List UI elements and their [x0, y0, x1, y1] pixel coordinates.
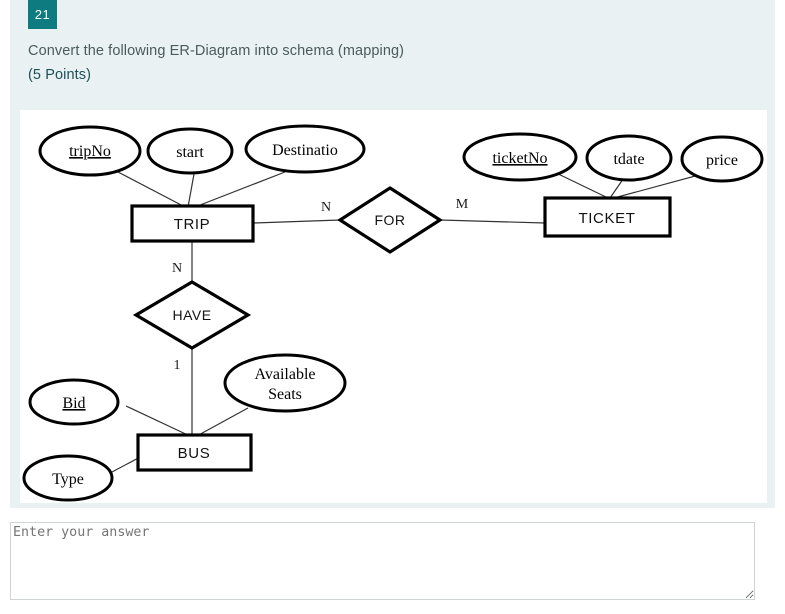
ellipse-type [22, 454, 114, 502]
attribute-bid: Bid [28, 378, 120, 426]
attribute-label-available-seats-line1: Available [254, 366, 315, 383]
attribute-label-start: start [176, 144, 204, 161]
attribute-available-seats: Available Seats [223, 353, 347, 413]
link-tripno-trip [117, 171, 186, 208]
attribute-tripno: tripNo [38, 125, 142, 177]
relationship-have: HAVE [132, 280, 252, 350]
ellipse-destinatio [244, 124, 366, 174]
link-destinatio-trip [194, 171, 286, 208]
attribute-label-tripno: tripNo [69, 143, 111, 160]
link-bid-bus [125, 405, 193, 438]
cardinality-ticket-for: M [456, 197, 469, 212]
ellipse-tdate [585, 134, 673, 182]
attribute-label-tdate: tdate [613, 151, 644, 168]
ellipse-price [680, 135, 764, 183]
relationship-for: FOR [337, 186, 443, 254]
attribute-tdate: tdate [585, 134, 673, 182]
link-for-ticket [439, 219, 546, 224]
ellipse-ticketno [462, 132, 578, 182]
entity-bus: BUS [136, 433, 253, 472]
relationship-label-for: FOR [374, 212, 405, 228]
cardinality-bus-have: 1 [174, 358, 181, 373]
entity-label-bus: BUS [178, 445, 211, 462]
question-number-badge-wrapper: 21 [28, 0, 57, 29]
link-trip-for [252, 219, 341, 224]
attribute-type: Type [22, 454, 114, 502]
attribute-label-type: Type [52, 471, 84, 488]
ellipse-available-seats [223, 353, 347, 413]
ellipse-start [146, 127, 234, 175]
attribute-label-price: price [706, 152, 738, 169]
entity-trip: TRIP [130, 204, 255, 243]
attribute-label-bid: Bid [62, 395, 85, 412]
question-points: (5 Points) [28, 67, 92, 83]
question-prompt-text: Convert the following ER-Diagram into sc… [28, 43, 405, 59]
attribute-ticketno: ticketNo [462, 132, 578, 182]
question-card: 21 Convert the following ER-Diagram into… [10, 0, 775, 508]
link-start-trip [187, 173, 195, 208]
entity-label-ticket: TICKET [579, 210, 636, 227]
answer-input[interactable] [10, 522, 755, 600]
box-ticket [543, 196, 672, 238]
ellipse-tripno [38, 125, 142, 177]
relationship-label-have: HAVE [172, 307, 211, 323]
cardinality-trip-for: N [321, 200, 331, 215]
attribute-price: price [680, 135, 764, 183]
attribute-start: start [146, 127, 234, 175]
attribute-label-ticketno: ticketNo [492, 150, 547, 167]
attribute-destinatio: Destinatio [244, 124, 366, 174]
question-number-badge: 21 [28, 0, 57, 29]
er-diagram-image: tripNo start Destinatio ticketNo tdate [20, 110, 767, 503]
attribute-label-destinatio: Destinatio [272, 142, 338, 159]
diamond-for [337, 186, 443, 254]
entity-ticket: TICKET [543, 196, 672, 238]
attribute-label-available-seats-line2: Seats [268, 386, 302, 403]
diamond-have [132, 280, 252, 350]
entity-label-trip: TRIP [174, 216, 211, 233]
ellipse-bid [28, 378, 120, 426]
box-bus [136, 433, 253, 472]
link-availableseats-bus [194, 407, 249, 438]
question-prompt: Convert the following ER-Diagram into sc… [28, 39, 728, 87]
box-trip [130, 204, 255, 243]
cardinality-trip-have: N [172, 261, 182, 276]
